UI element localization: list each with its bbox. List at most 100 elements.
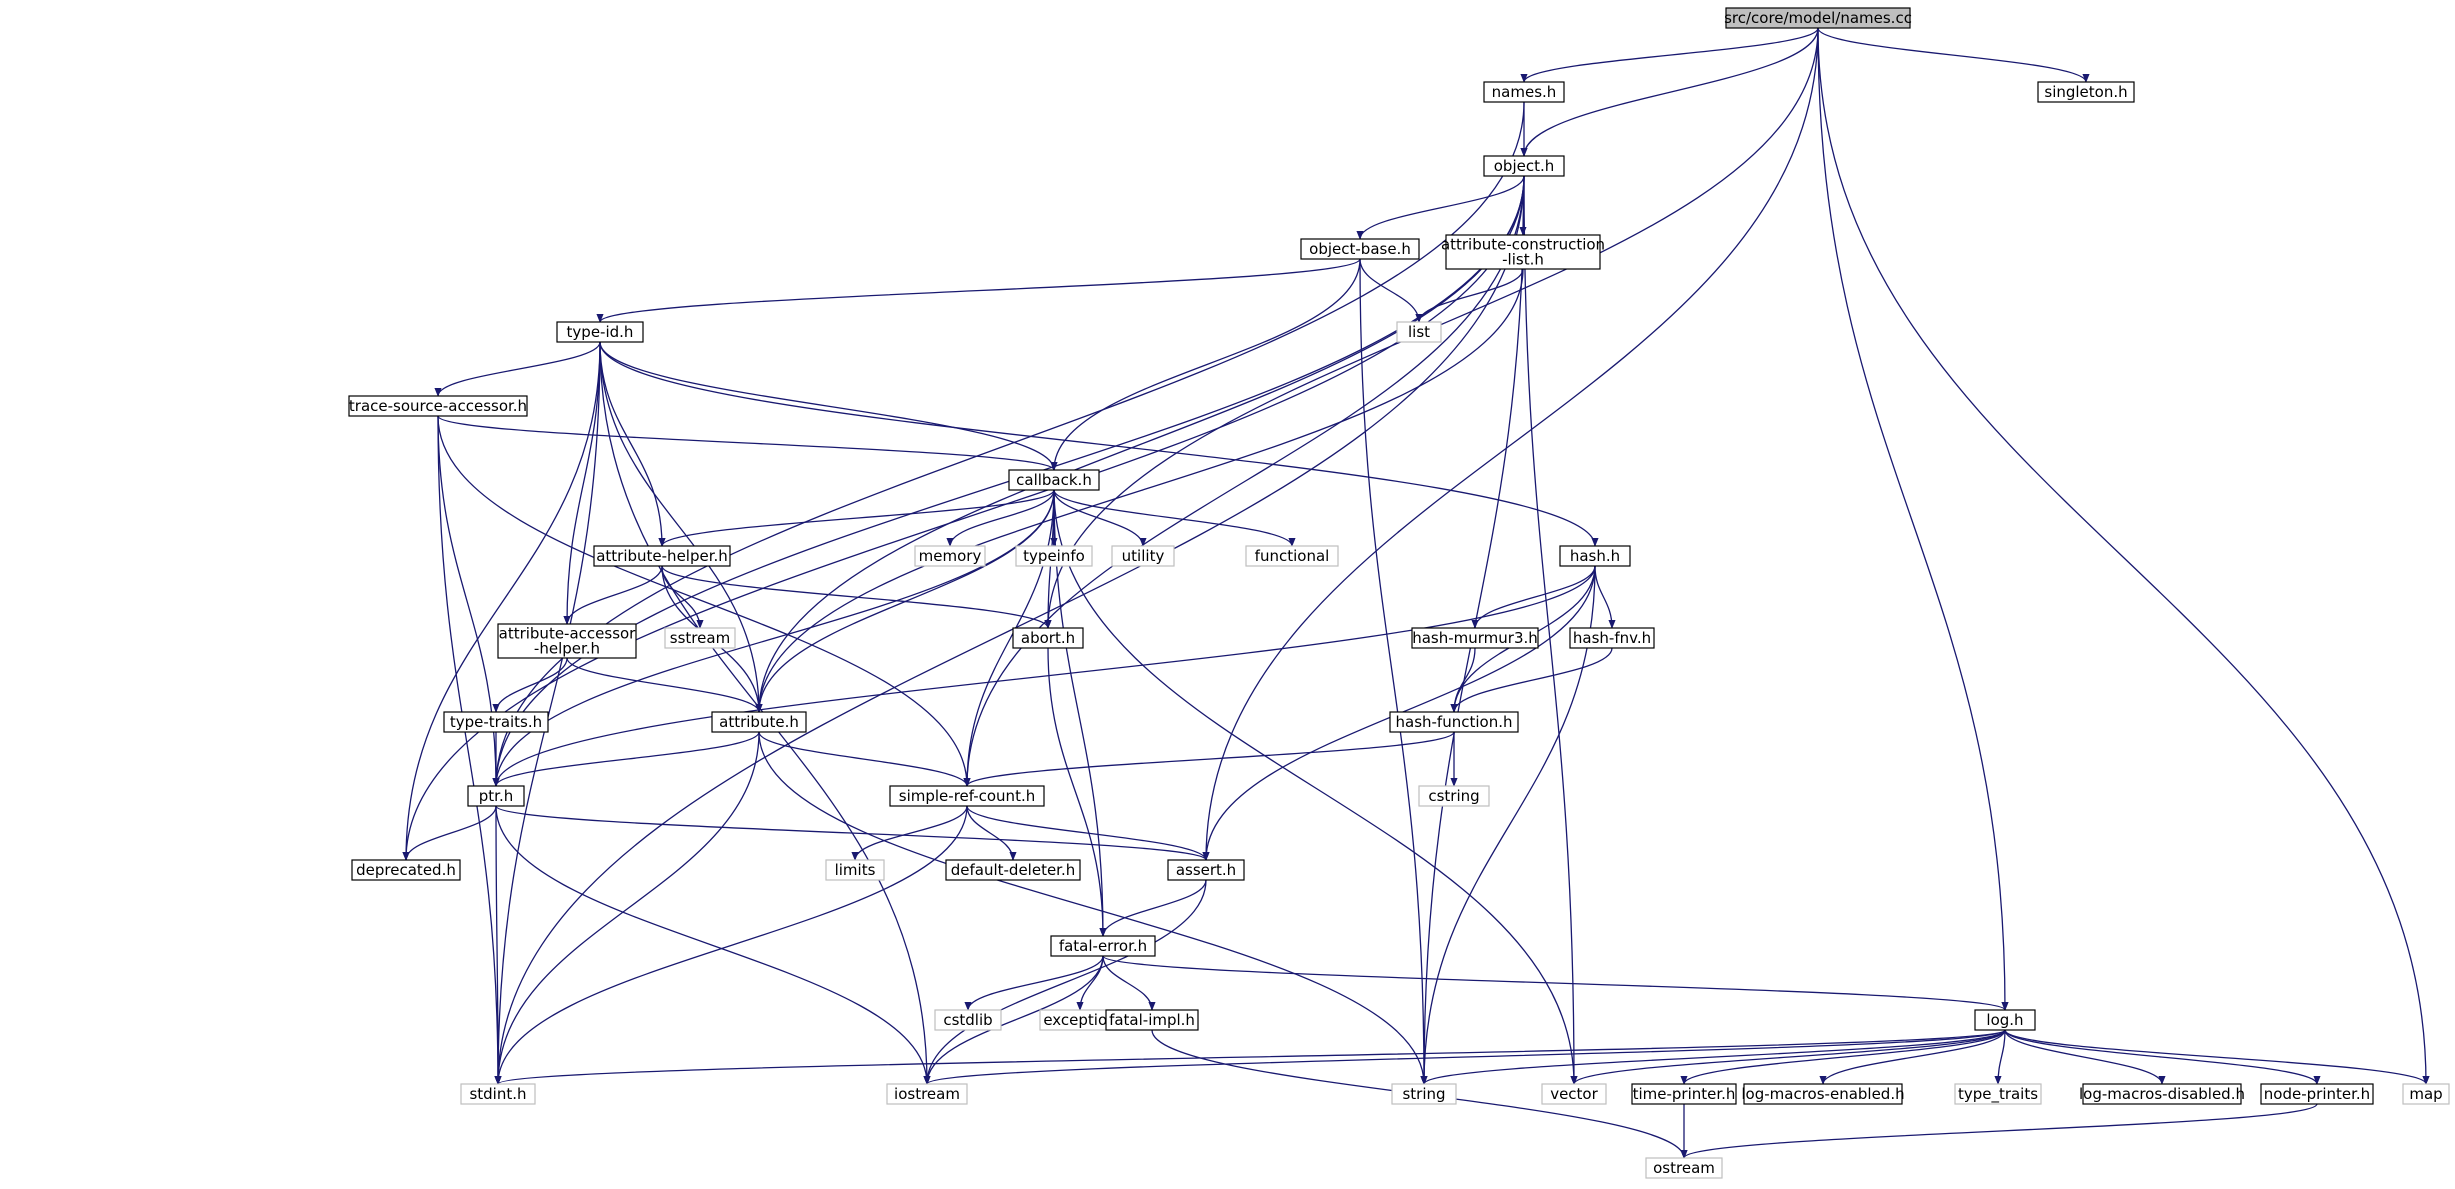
node-label: log-macros-disabled.h bbox=[2079, 1085, 2245, 1103]
node-box bbox=[497, 623, 637, 659]
edge-log_h-to-vector bbox=[1570, 1029, 2006, 1085]
node-box bbox=[556, 321, 644, 343]
node-map: map bbox=[2402, 1083, 2450, 1105]
node-object_h[interactable]: object.h bbox=[1483, 155, 1565, 177]
node-box bbox=[1008, 469, 1100, 491]
node-box bbox=[886, 1083, 968, 1105]
edge-attribute_h-to-string bbox=[758, 731, 1428, 1085]
node-label: hash-function.h bbox=[1396, 713, 1513, 731]
node-fatal_error_h[interactable]: fatal-error.h bbox=[1050, 935, 1156, 957]
edge-ptr_h-to-assert_h bbox=[495, 805, 1210, 861]
node-label: -helper.h bbox=[534, 640, 600, 658]
node-label: utility bbox=[1122, 547, 1165, 565]
node-box bbox=[593, 545, 731, 567]
node-log_disabled_h[interactable]: log-macros-disabled.h bbox=[2079, 1083, 2245, 1105]
node-box bbox=[2037, 81, 2135, 103]
node-box bbox=[1483, 155, 1565, 177]
node-box bbox=[711, 711, 807, 733]
node-box bbox=[945, 859, 1081, 881]
edge-type_id_h-to-stdint_h bbox=[494, 341, 601, 1085]
node-default_deleter_h[interactable]: default-deleter.h bbox=[945, 859, 1081, 881]
node-label: attribute.h bbox=[719, 713, 799, 731]
node-singleton_h[interactable]: singleton.h bbox=[2037, 81, 2135, 103]
node-tsa_h[interactable]: trace-source-accessor.h bbox=[348, 395, 528, 417]
node-src_h[interactable]: simple-ref-count.h bbox=[889, 785, 1045, 807]
node-attr_cons_h[interactable]: attribute-construction-list.h bbox=[1441, 234, 1605, 270]
edge-type_id_h-to-attribute_h bbox=[599, 341, 763, 713]
node-label: memory bbox=[919, 547, 982, 565]
node-box bbox=[1396, 321, 1442, 343]
node-ptr_h[interactable]: ptr.h bbox=[467, 785, 525, 807]
node-hash_func_h[interactable]: hash-function.h bbox=[1389, 711, 1519, 733]
edge-object_h-to-vector bbox=[1523, 175, 1578, 1085]
node-limits: limits bbox=[825, 859, 885, 881]
edge-attr_cons_h-to-attribute_h bbox=[755, 268, 1524, 713]
node-box bbox=[825, 859, 885, 881]
node-log_h[interactable]: log.h bbox=[1974, 1009, 2036, 1031]
node-attr_acc_h[interactable]: attribute-accessor-helper.h bbox=[497, 623, 637, 659]
edge-hash_fnv_h-to-hash_func_h bbox=[1450, 647, 1613, 713]
node-box bbox=[1389, 711, 1519, 733]
node-cstdlib: cstdlib bbox=[934, 1009, 1002, 1031]
node-box bbox=[443, 711, 549, 733]
edge-object_base_h-to-callback_h bbox=[1050, 258, 1361, 471]
node-label: functional bbox=[1255, 547, 1330, 565]
node-label: typeinfo bbox=[1023, 547, 1085, 565]
node-node_printer_h[interactable]: node-printer.h bbox=[2260, 1083, 2374, 1105]
node-log_enabled_h[interactable]: log-macros-enabled.h bbox=[1741, 1083, 1905, 1105]
node-abort_h[interactable]: abort.h bbox=[1012, 627, 1084, 649]
edge-hash_h-to-hash_murmur_h bbox=[1471, 565, 1596, 629]
edge-names_cc-to-singleton_h bbox=[1817, 27, 2090, 83]
node-time_printer_h[interactable]: time-printer.h bbox=[1631, 1083, 1737, 1105]
node-type_traits_h[interactable]: type-traits.h bbox=[443, 711, 549, 733]
node-label: string bbox=[1402, 1085, 1445, 1103]
edge-attr_acc_h-to-attribute_h bbox=[566, 657, 763, 713]
node-deprecated_h[interactable]: deprecated.h bbox=[351, 859, 461, 881]
node-label: cstring bbox=[1428, 787, 1479, 805]
edge-callback_h-to-functional bbox=[1053, 489, 1296, 547]
edge-callback_h-to-vector bbox=[1053, 489, 1578, 1085]
node-names_cc[interactable]: src/core/model/names.cc bbox=[1724, 7, 1912, 29]
node-box bbox=[664, 627, 736, 649]
edge-src_h-to-limits bbox=[851, 805, 968, 861]
node-label: names.h bbox=[1492, 83, 1557, 101]
node-attribute_h[interactable]: attribute.h bbox=[711, 711, 807, 733]
node-label: attribute-accessor bbox=[499, 625, 637, 643]
edge-log_h-to-time_printer_h bbox=[1680, 1029, 2006, 1085]
node-list: list bbox=[1396, 321, 1442, 343]
node-box bbox=[1105, 1009, 1199, 1031]
node-hash_h[interactable]: hash.h bbox=[1559, 545, 1631, 567]
node-assert_h[interactable]: assert.h bbox=[1167, 859, 1245, 881]
node-names_h[interactable]: names.h bbox=[1483, 81, 1565, 103]
edge-object_base_h-to-type_id_h bbox=[596, 258, 1361, 323]
edge-assert_h-to-iostream bbox=[923, 879, 1207, 1085]
node-callback_h[interactable]: callback.h bbox=[1008, 469, 1100, 491]
node-object_base_h[interactable]: object-base.h bbox=[1300, 238, 1420, 260]
dependency-edges bbox=[402, 27, 2430, 1159]
node-box bbox=[1167, 859, 1245, 881]
node-box bbox=[1015, 545, 1093, 567]
node-label: ptr.h bbox=[479, 787, 513, 805]
edge-ptr_h-to-iostream bbox=[495, 805, 931, 1085]
node-label: attribute-construction bbox=[1441, 236, 1605, 254]
edge-log_h-to-log_disabled_h bbox=[2004, 1029, 2166, 1085]
node-label: iostream bbox=[894, 1085, 960, 1103]
node-label: cstdlib bbox=[943, 1011, 992, 1029]
node-hash_murmur_h[interactable]: hash-murmur3.h bbox=[1411, 627, 1539, 649]
edge-ptr_h-to-stdint_h bbox=[494, 805, 502, 1085]
edge-callback_h-to-ptr_h bbox=[492, 489, 1055, 787]
node-label: hash-fnv.h bbox=[1573, 629, 1651, 647]
node-label: abort.h bbox=[1021, 629, 1075, 647]
node-fatal_impl_h[interactable]: fatal-impl.h bbox=[1105, 1009, 1199, 1031]
node-label: node-printer.h bbox=[2264, 1085, 2370, 1103]
edge-type_id_h-to-callback_h bbox=[599, 341, 1058, 471]
edge-type_id_h-to-attr_helper_h bbox=[599, 341, 666, 547]
node-type_id_h[interactable]: type-id.h bbox=[556, 321, 644, 343]
edge-names_cc-to-names_h bbox=[1520, 27, 1819, 83]
node-attr_helper_h[interactable]: attribute-helper.h bbox=[593, 545, 731, 567]
edge-names_cc-to-assert_h bbox=[1202, 27, 1819, 861]
node-exception: exception bbox=[1039, 1009, 1121, 1031]
node-hash_fnv_h[interactable]: hash-fnv.h bbox=[1569, 627, 1655, 649]
edge-attr_helper_h-to-abort_h bbox=[661, 565, 1052, 629]
